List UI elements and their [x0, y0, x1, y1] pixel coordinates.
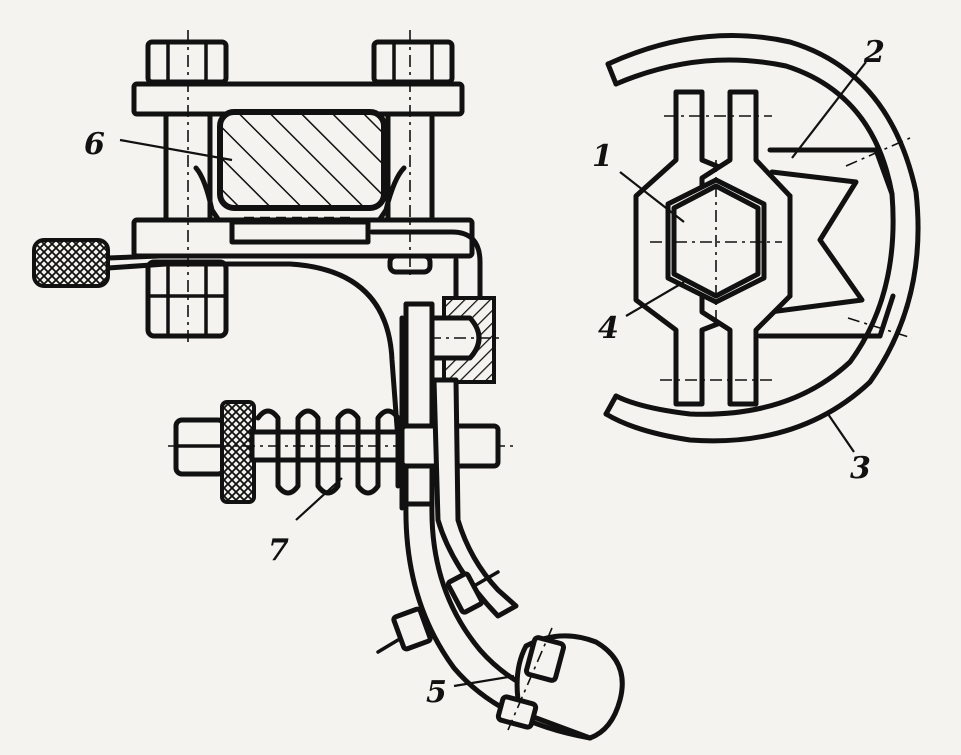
brush-seat — [229, 219, 371, 245]
spring-coils — [255, 408, 401, 496]
terminal-lug — [32, 238, 110, 288]
top-nut-right — [371, 39, 455, 85]
shunt-wire — [105, 261, 401, 443]
lead-wire-top — [105, 253, 163, 261]
commutator-ring-inner — [613, 57, 896, 417]
commutator-ring-outer — [603, 33, 921, 444]
shoe-bolt — [495, 627, 567, 731]
section-view — [603, 33, 921, 444]
callout-5: 5 — [426, 675, 447, 710]
leader-7 — [295, 477, 343, 521]
pressure-arm — [403, 301, 435, 507]
adjusting-knob — [220, 400, 256, 504]
bottom-nut-left — [145, 259, 229, 339]
callout-6: 6 — [84, 127, 105, 162]
leader-2 — [791, 61, 867, 159]
holder-assembly — [32, 30, 625, 741]
carbon-brush — [217, 109, 387, 211]
pressure-spring — [168, 400, 516, 504]
leader-5 — [453, 674, 515, 688]
web-v-shape — [767, 169, 865, 315]
leader-4 — [625, 281, 685, 317]
callout-4: 4 — [598, 311, 619, 346]
lever-bolt-left — [376, 606, 433, 654]
lever-upper — [431, 377, 519, 619]
leader-6 — [119, 138, 233, 162]
top-nut-left — [145, 39, 229, 85]
leader-lines — [119, 61, 867, 688]
leader-1 — [619, 171, 685, 223]
bracket-bend — [369, 229, 483, 303]
callout-1: 1 — [592, 139, 613, 174]
callout-2: 2 — [863, 35, 885, 70]
lever-bolt-top — [445, 570, 500, 615]
callout-3: 3 — [850, 451, 871, 486]
callout-7: 7 — [268, 533, 289, 568]
leader-3 — [827, 413, 855, 453]
